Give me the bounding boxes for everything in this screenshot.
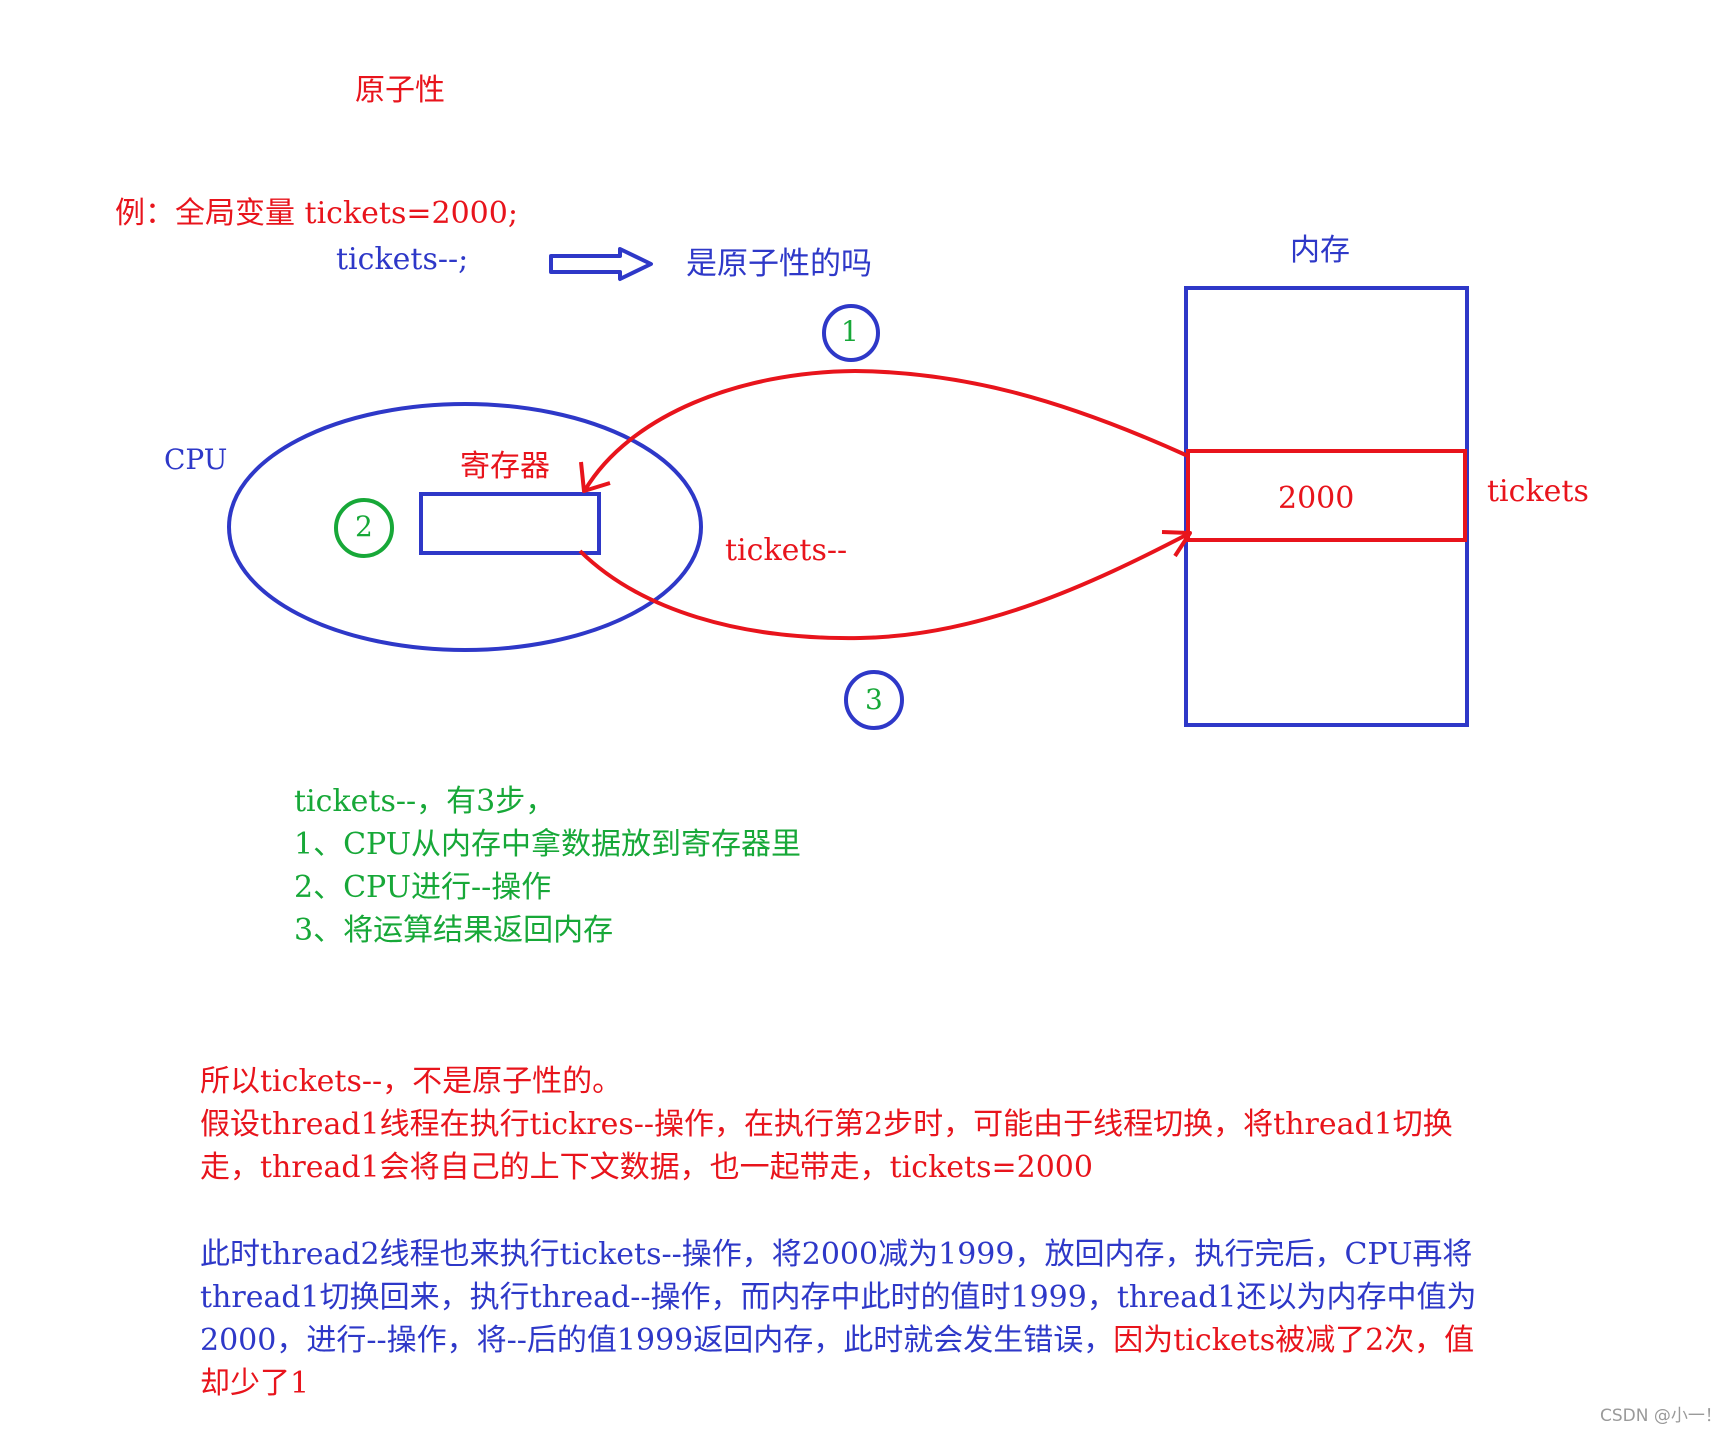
- explanation-line-3-blue: 2000，进行--操作，将--后的值1999返回内存，此时就会发生错误，: [200, 1323, 1114, 1358]
- explanation-line-3-red: 因为tickets被减了2次，值: [1113, 1323, 1475, 1358]
- step-item-2: 2、CPU进行--操作: [294, 870, 552, 905]
- memory-label: 内存: [1290, 233, 1350, 268]
- conclusion-line-2: 假设thread1线程在执行tickres--操作，在执行第2步时，可能由于线程…: [200, 1107, 1453, 1142]
- example-line-1: 例：全局变量 tickets=2000;: [115, 196, 518, 231]
- watermark: CSDN @小一！: [1600, 1406, 1722, 1426]
- tickets-cell: [1186, 449, 1467, 542]
- step-1-number: 1: [841, 315, 859, 348]
- register-box: [419, 492, 601, 555]
- operation-label: tickets--: [725, 533, 848, 568]
- conclusion-line-3: 走，thread1会将自己的上下文数据，也一起带走，tickets=2000: [200, 1150, 1093, 1185]
- explanation-paragraph: 此时thread2线程也来执行tickets--操作，将2000减为1999，放…: [200, 1233, 1476, 1405]
- question-text: 是原子性的吗: [686, 246, 872, 282]
- conclusion-paragraph: 所以tickets--，不是原子性的。 假设thread1线程在执行tickre…: [200, 1060, 1453, 1189]
- implication-arrow: [549, 247, 653, 281]
- load-arc: [583, 368, 1189, 492]
- cpu-label: CPU: [164, 443, 228, 476]
- step-1-circle: [822, 304, 880, 362]
- step-item-3: 3、将运算结果返回内存: [294, 913, 614, 948]
- tickets-label: tickets: [1487, 474, 1589, 509]
- example-line-2: tickets--;: [336, 242, 469, 277]
- register-label: 寄存器: [460, 449, 550, 484]
- load-arrowhead: [579, 461, 611, 493]
- explanation-line-4: 却少了1: [200, 1366, 310, 1401]
- explanation-line-1: 此时thread2线程也来执行tickets--操作，将2000减为1999，放…: [200, 1237, 1473, 1272]
- explanation-line-2: thread1切换回来，执行thread--操作，而内存中此时的值时1999，t…: [200, 1280, 1477, 1315]
- steps-intro: tickets--，有3步，: [294, 784, 556, 819]
- step-3-circle: [844, 670, 904, 730]
- step-3-number: 3: [865, 683, 883, 716]
- steps-list: tickets--，有3步， 1、CPU从内存中拿数据放到寄存器里 2、CPU进…: [294, 780, 801, 952]
- memory-value: 2000: [1278, 481, 1355, 516]
- store-arc: [578, 531, 1191, 641]
- store-arrowhead: [1161, 530, 1192, 558]
- step-2-number: 2: [355, 510, 373, 543]
- step-item-1: 1、CPU从内存中拿数据放到寄存器里: [294, 827, 801, 862]
- cpu-ellipse: [227, 402, 703, 652]
- step-2-circle: [334, 498, 394, 558]
- explanation-line-3: 2000，进行--操作，将--后的值1999返回内存，此时就会发生错误，因为ti…: [200, 1319, 1476, 1362]
- page-title: 原子性: [355, 73, 445, 108]
- conclusion-line-1: 所以tickets--，不是原子性的。: [200, 1064, 623, 1099]
